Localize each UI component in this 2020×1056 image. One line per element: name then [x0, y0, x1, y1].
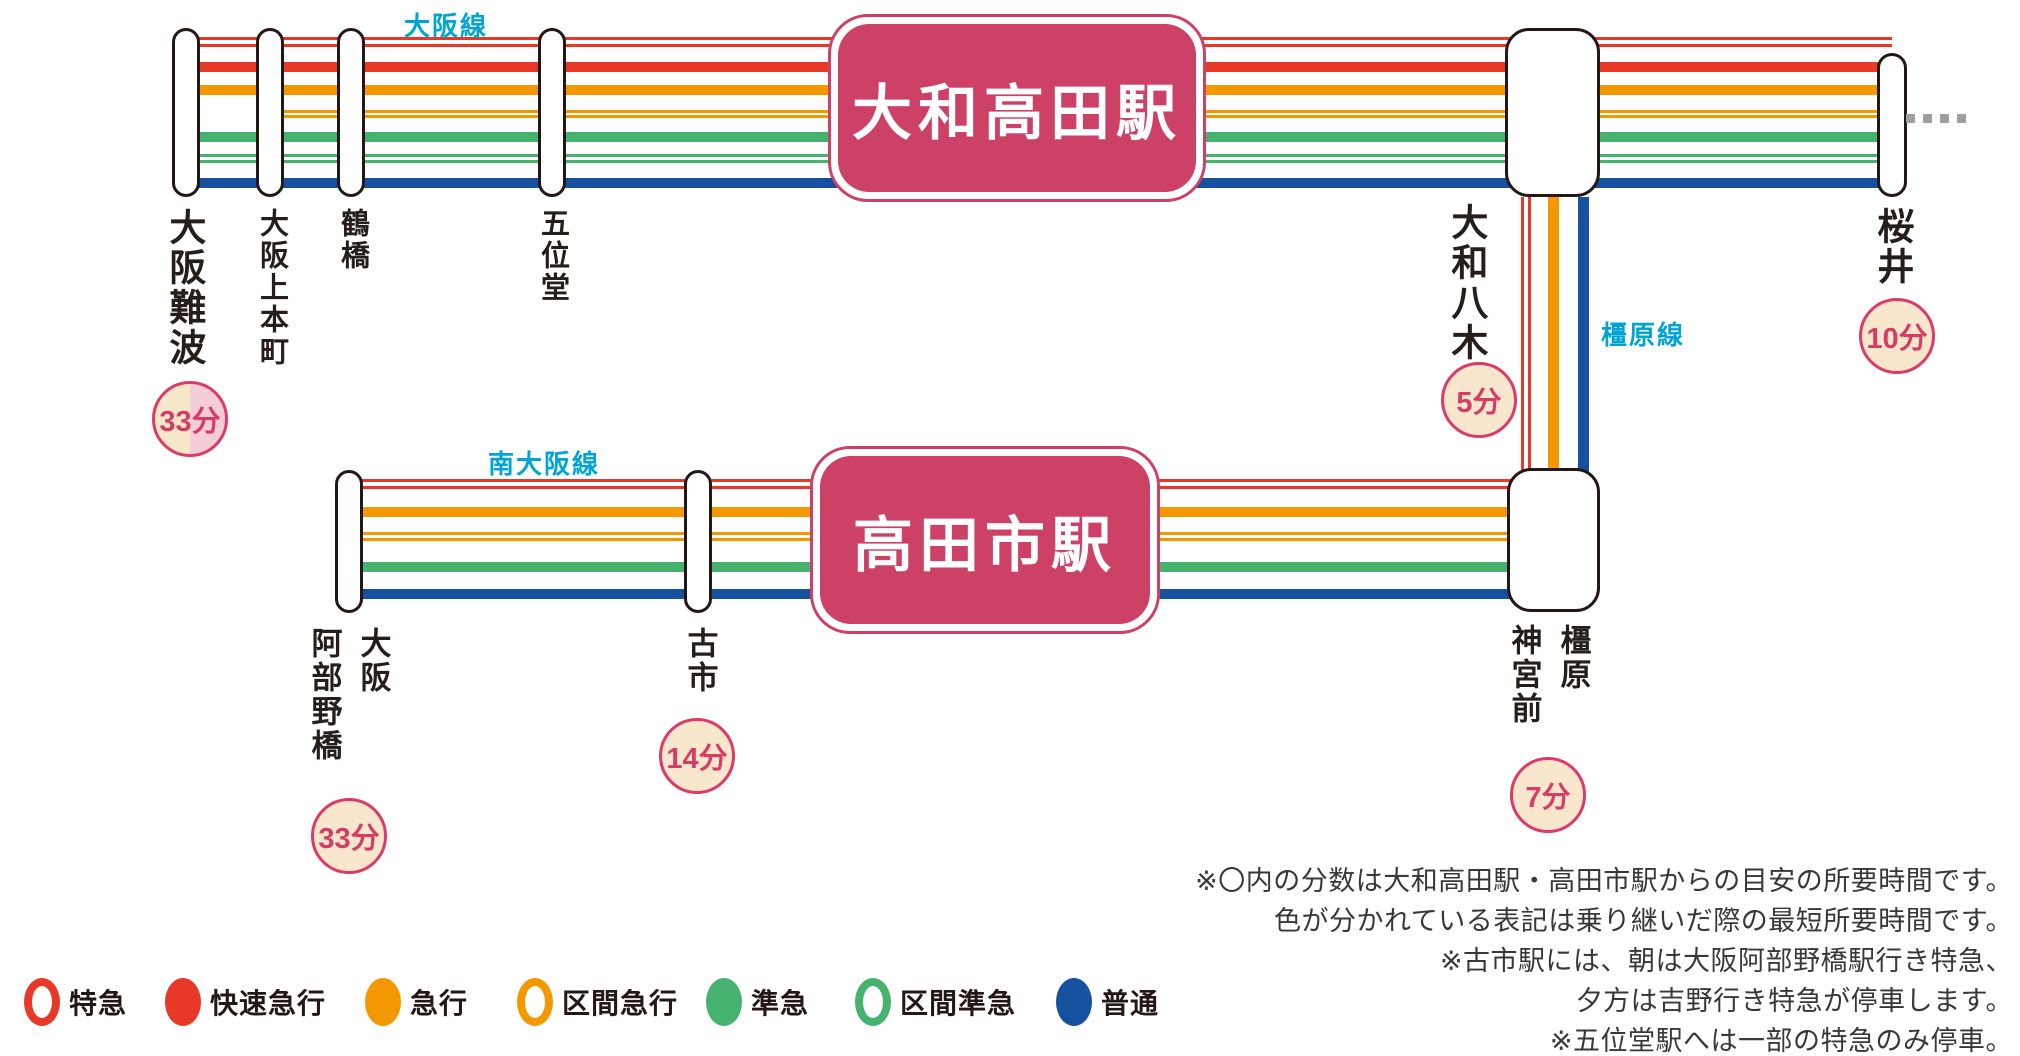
time-badge-yamato-yagi: 5分 — [1441, 362, 1517, 438]
legend-item-local: 普通 — [1056, 978, 1159, 1026]
legend-item-suburban-express: 区間急行 — [517, 978, 678, 1026]
hub-badge-takadashi: 高田市駅 — [810, 446, 1160, 634]
station-pill-osaka-namba — [172, 28, 200, 197]
osaka-line-label: 大阪線 — [404, 11, 489, 41]
station-label-furuichi: 古市 — [682, 627, 718, 695]
minami-osaka-line-label: 南大阪線 — [488, 449, 601, 479]
suburban-semi-express-outline-circle-icon — [855, 978, 891, 1026]
limited-express-outline-circle-icon — [24, 978, 60, 1026]
footnote-line: ※古市駅には、朝は大阪阿部野橋駅行き特急、 — [1439, 946, 2013, 976]
station-pill-osaka-abenobashi — [335, 470, 363, 613]
legend-item-express: 急行 — [365, 978, 468, 1026]
station-label-osaka-abenobashi-col2: 阿部野橋 — [306, 627, 342, 763]
footnote-line: 夕方は吉野行き特急が停車します。 — [1575, 986, 2013, 1016]
station-pill-osaka-uehommachi — [256, 28, 284, 197]
station-pill-kashiharajingu-mae — [1507, 468, 1600, 612]
station-pill-goido — [538, 28, 566, 197]
suburban-express-outline-circle-icon — [517, 978, 553, 1026]
station-pill-yamato-yagi — [1505, 28, 1600, 197]
station-label-kashiharajingu-mae-col2: 神宮前 — [1506, 624, 1542, 726]
hub-badge-yamato-takada-label: 大和高田駅 — [838, 24, 1196, 192]
station-label-goido: 五位堂 — [536, 208, 569, 304]
footnote-line: 色が分かれている表記は乗り継いだ際の最短所要時間です。 — [1274, 906, 2013, 936]
express-filled-circle-icon — [365, 978, 401, 1026]
hub-badge-yamato-takada: 大和高田駅 — [828, 14, 1206, 202]
station-pill-furuichi — [684, 470, 712, 613]
footnotes: ※〇内の分数は大和高田駅・高田市駅からの目安の所要時間です。 色が分かれている表… — [1195, 861, 2013, 1056]
rapid-express-filled-circle-icon — [165, 978, 201, 1026]
semi-express-filled-circle-icon — [706, 978, 742, 1026]
legend-item-semi-express: 準急 — [706, 978, 809, 1026]
legend-item-suburban-semi-express: 区間準急 — [855, 978, 1016, 1026]
time-badge-furuichi: 14分 — [659, 718, 735, 794]
local-filled-circle-icon — [1056, 978, 1092, 1026]
time-badge-kashiharajingu-mae: 7分 — [1510, 757, 1586, 833]
time-badge-sakurai: 10分 — [1859, 298, 1935, 374]
station-label-tsuruhashi: 鶴橋 — [336, 208, 369, 272]
footnote-line: ※五位堂駅へは一部の特急のみ停車。 — [1549, 1026, 2013, 1056]
station-pill-tsuruhashi — [337, 28, 365, 197]
hub-badge-takadashi-label: 高田市駅 — [820, 456, 1150, 624]
kashihara-line-label: 橿原線 — [1601, 320, 1686, 350]
station-pill-sakurai — [1877, 53, 1907, 197]
station-label-osaka-abenobashi-col1: 大阪 — [355, 627, 391, 695]
line-continues-dashes — [1906, 114, 1968, 123]
station-label-sakurai: 桜井 — [1871, 207, 1913, 287]
footnote-line: ※〇内の分数は大和高田駅・高田市駅からの目安の所要時間です。 — [1195, 866, 2013, 896]
station-label-osaka-namba: 大阪難波 — [163, 208, 205, 368]
station-label-osaka-uehommachi: 大阪上本町 — [255, 208, 288, 368]
time-badge-osaka-abenobashi: 33分 — [311, 798, 387, 874]
legend-item-limited-express: 特急 — [24, 978, 127, 1026]
legend-item-rapid-express: 快速急行 — [165, 978, 326, 1026]
time-badge-osaka-namba: 33分 — [152, 381, 228, 457]
station-label-yamato-yagi: 大和八木 — [1445, 203, 1487, 363]
station-label-kashiharajingu-mae-col1: 橿原 — [1555, 624, 1591, 692]
